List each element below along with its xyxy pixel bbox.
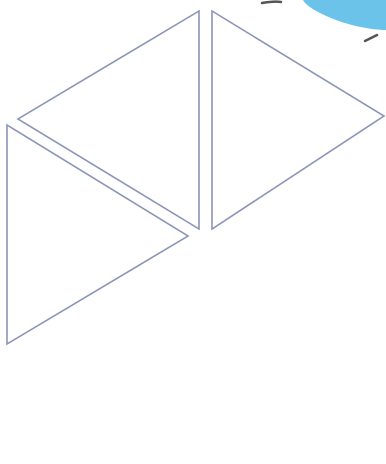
triangle-outline [212,11,384,229]
blue-blob-icon [303,0,386,30]
triangle-outline [18,11,199,229]
dark-stroke-mark [262,2,281,3]
dark-stroke-mark [365,35,377,41]
triangle-outline [7,125,188,344]
